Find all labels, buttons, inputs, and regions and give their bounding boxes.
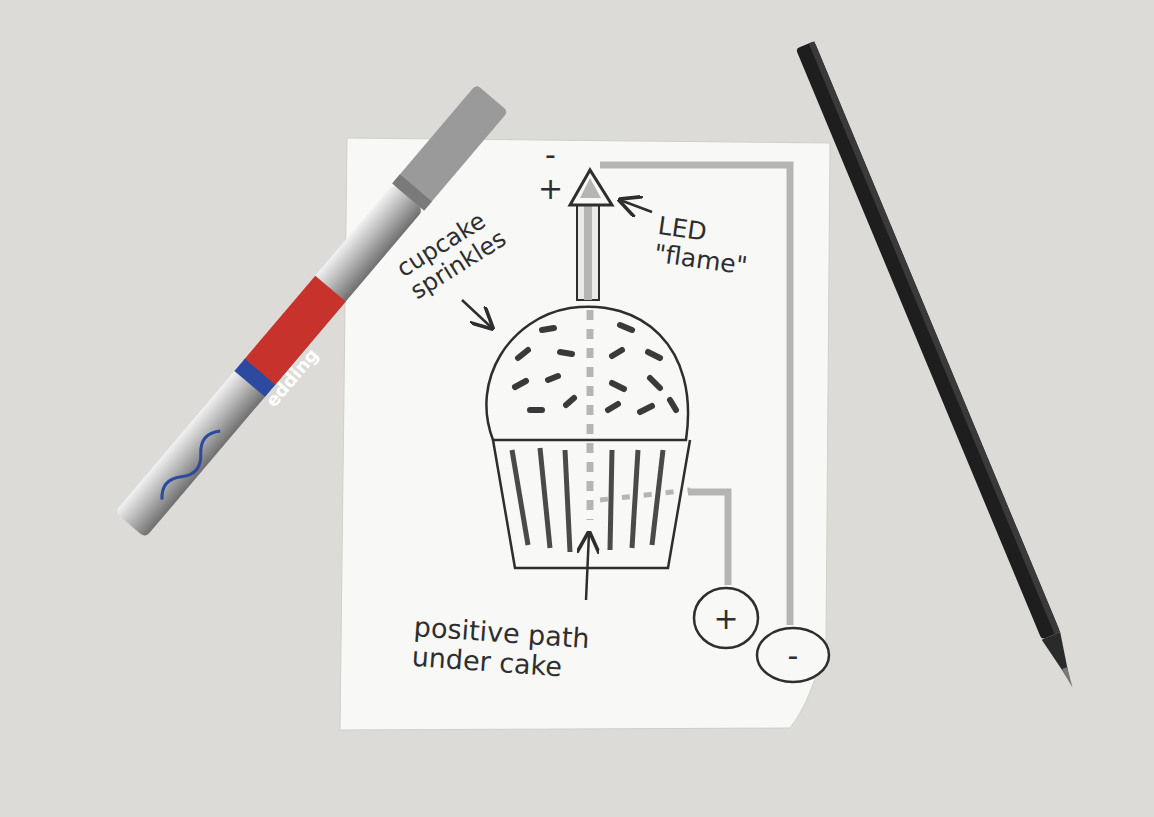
candle bbox=[577, 205, 599, 300]
candle-trace bbox=[584, 205, 592, 300]
pad-sign: - bbox=[788, 638, 799, 673]
handwritten-note: positive path under cake bbox=[411, 612, 605, 684]
hidden-trace bbox=[587, 310, 594, 520]
paper-sheet bbox=[340, 138, 830, 730]
silver-marker bbox=[114, 84, 508, 538]
pad-sign: + bbox=[713, 601, 738, 636]
cupcake-drawing bbox=[486, 307, 690, 568]
led-symbol bbox=[570, 170, 612, 205]
pad-circle bbox=[694, 588, 758, 648]
sprinkles bbox=[515, 325, 676, 412]
handwritten-note: + bbox=[538, 172, 568, 205]
pad-circle bbox=[757, 628, 829, 682]
battery-pad: + bbox=[692, 586, 760, 650]
battery-pad: - bbox=[755, 626, 831, 684]
conductive-trace bbox=[600, 165, 790, 625]
handwritten-note: - bbox=[545, 138, 575, 171]
hidden-trace bbox=[600, 490, 690, 500]
graphite-pencil bbox=[796, 41, 1082, 691]
led-symbol bbox=[580, 178, 601, 198]
